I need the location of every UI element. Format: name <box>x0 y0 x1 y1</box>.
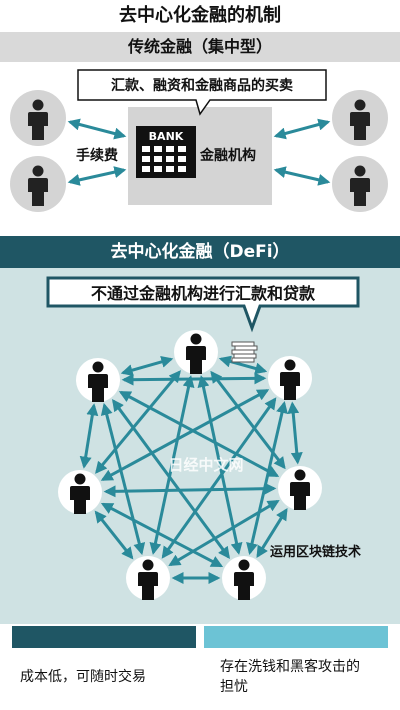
person-icon <box>76 358 120 402</box>
con-text-line1: 存在洗钱和黑客攻击的 <box>220 659 360 675</box>
network-arrows <box>79 355 303 584</box>
fee-label: 手续费 <box>76 147 118 164</box>
bank-sign: BANK <box>149 130 184 143</box>
person-icon <box>268 356 312 400</box>
person-icon <box>58 470 102 514</box>
traditional-finance-header: 传统金融（集中型） <box>0 32 400 62</box>
watermark: 日经中文网 <box>168 456 243 474</box>
network-arrow <box>120 356 174 376</box>
network-nodes <box>58 330 322 600</box>
pro-text: 成本低，可随时交易 <box>20 669 146 685</box>
traditional-callout-text: 汇款、融资和金融商品的买卖 <box>111 77 293 94</box>
network-arrow <box>121 372 267 386</box>
network-arrow <box>168 499 280 567</box>
pro-header-bar <box>12 626 196 648</box>
financial-institution-label: 金融机构 <box>199 147 256 164</box>
con-box: 存在洗钱和黑客攻击的 担忧 <box>204 648 388 706</box>
network-arrow <box>100 502 224 568</box>
person-icon <box>332 90 388 146</box>
con-text-line2: 担忧 <box>220 679 248 695</box>
network-arrow <box>256 508 288 558</box>
defi-callout-text: 不通过金融机构进行汇款和贷款 <box>91 284 316 303</box>
network-arrow <box>94 510 134 560</box>
con-header-bar <box>204 626 388 648</box>
defi-callout <box>46 276 360 333</box>
page-title: 去中心化金融的机制 <box>119 5 281 26</box>
network-arrow <box>287 401 303 465</box>
person-icon <box>126 556 170 600</box>
traditional-callout <box>77 69 327 116</box>
defi-header: 去中心化金融（DeFi） <box>0 236 400 268</box>
money-stack-icon <box>231 341 258 363</box>
bank-windows <box>142 146 186 172</box>
person-icon <box>10 90 66 146</box>
network-arrow <box>79 403 99 469</box>
person-icon <box>222 556 266 600</box>
person-icon <box>10 156 66 212</box>
blockchain-label: 运用区块链技术 <box>270 544 361 560</box>
network-arrow <box>218 355 268 375</box>
traditional-arrows <box>67 118 331 186</box>
pro-box: 成本低，可随时交易 <box>12 648 196 706</box>
network-arrow <box>103 482 277 498</box>
person-icon <box>278 466 322 510</box>
person-icon <box>174 330 218 374</box>
person-icon <box>332 156 388 212</box>
